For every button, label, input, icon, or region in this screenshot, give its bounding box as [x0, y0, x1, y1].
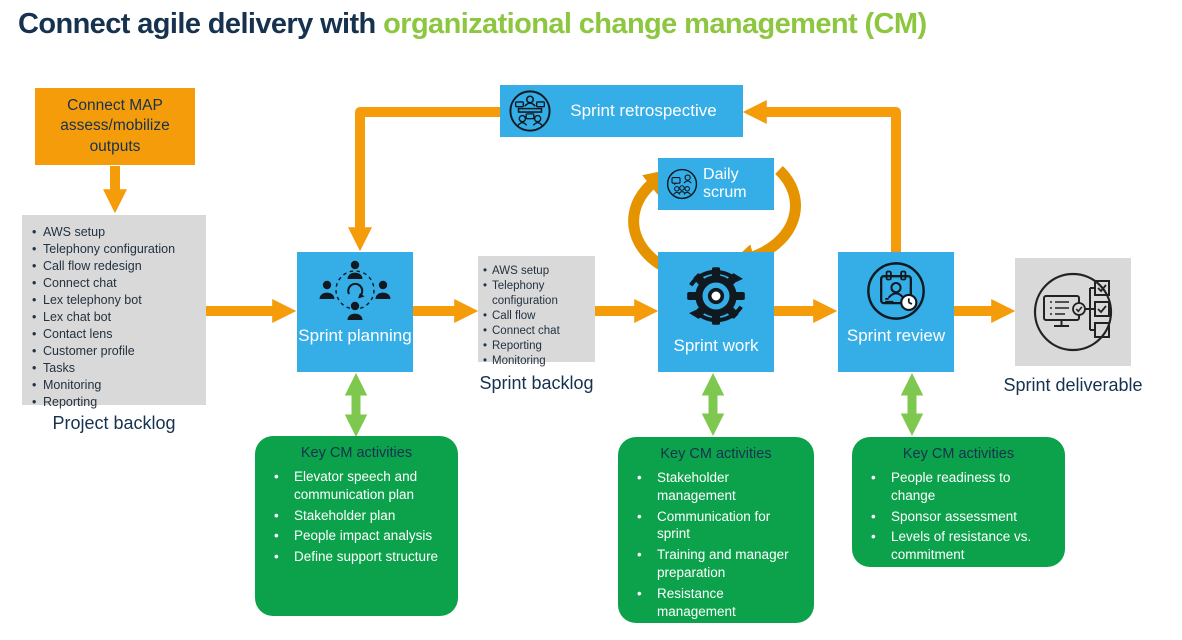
page-title: Connect agile delivery with organization…: [18, 6, 1178, 44]
sprint-backlog-item: AWS setup: [483, 264, 591, 279]
project-backlog-item: Call flow redesign: [30, 258, 200, 275]
cm-work-item: Resistance management: [630, 585, 802, 621]
standup-chat-icon: [666, 168, 698, 200]
map-outputs-label: Connect MAP assess/mobilize outputs: [60, 97, 170, 155]
project-backlog-item: AWS setup: [30, 224, 200, 241]
project-backlog-box: AWS setupTelephony configurationCall flo…: [22, 215, 206, 411]
cm-activities-work-box: Key CM activities Stakeholder management…: [618, 437, 814, 623]
sprint-work-label: Sprint work: [673, 336, 759, 355]
daily-scrum-box: Daily scrum: [658, 158, 774, 210]
sprint-backlog-item: Call flow: [483, 309, 591, 324]
map-outputs-box: Connect MAP assess/mobilize outputs: [35, 88, 195, 165]
sprint-review-label: Sprint review: [846, 326, 946, 345]
cm-review-item: Levels of resistance vs. commitment: [864, 528, 1053, 564]
project-backlog-item: Reporting: [30, 394, 200, 411]
cm-planning-item: Stakeholder plan: [267, 507, 446, 525]
project-backlog-item: Tasks: [30, 360, 200, 377]
project-backlog-caption: Project backlog: [52, 413, 176, 433]
page-title-green: organizational change management (CM): [383, 8, 927, 40]
project-backlog-item: Customer profile: [30, 343, 200, 360]
sprint-backlog-item: Telephony configuration: [483, 279, 591, 309]
project-backlog-item: Connect chat: [30, 275, 200, 292]
sprint-backlog-item: Monitoring: [483, 354, 591, 369]
monitor-checklist-icon: [1033, 272, 1113, 352]
daily-scrum-label: Daily scrum: [703, 166, 747, 201]
cm-work-title: Key CM activities: [660, 446, 772, 462]
sprint-planning-box: Sprint planning: [297, 252, 413, 372]
project-backlog-list: AWS setupTelephony configurationCall flo…: [30, 224, 200, 411]
sprint-deliverable-caption: Sprint deliverable: [1003, 375, 1143, 395]
cm-planning-title: Key CM activities: [300, 445, 413, 461]
sprint-planning-label: Sprint planning: [298, 326, 412, 345]
sprint-backlog-caption: Sprint backlog: [479, 373, 594, 393]
cm-review-title: Key CM activities: [902, 446, 1015, 462]
cm-review-list: People readiness to changeSponsor assess…: [864, 469, 1053, 564]
sprint-backlog-list: AWS setupTelephony configurationCall flo…: [483, 264, 591, 369]
cm-planning-item: People impact analysis: [267, 527, 446, 545]
cm-review-item: People readiness to change: [864, 469, 1053, 505]
cm-planning-item: Define support structure: [267, 548, 446, 566]
cm-planning-list: Elevator speech and communication planSt…: [267, 468, 446, 566]
cm-work-item: Training and manager preparation: [630, 546, 802, 582]
arc-dailyscrum-to-work: [729, 166, 801, 269]
sprint-backlog-box: AWS setupTelephony configurationCall flo…: [478, 256, 595, 369]
sprint-retrospective-label: Sprint retrospective: [570, 101, 717, 121]
sprint-review-box: Sprint review: [838, 252, 954, 372]
project-backlog-item: Monitoring: [30, 377, 200, 394]
team-circle-icon: [319, 260, 391, 320]
gear-cycle-icon: [687, 267, 745, 325]
cm-planning-item: Elevator speech and communication plan: [267, 468, 446, 504]
project-backlog-item: Telephony configuration: [30, 241, 200, 258]
cm-activities-planning-box: Key CM activities Elevator speech and co…: [255, 436, 458, 616]
cm-activities-review-box: Key CM activities People readiness to ch…: [852, 437, 1065, 567]
calendar-clock-icon: [867, 262, 925, 320]
cm-work-item: Stakeholder management: [630, 469, 802, 505]
cm-review-item: Sponsor assessment: [864, 508, 1053, 526]
sprint-work-box: Sprint work: [658, 252, 774, 372]
project-backlog-item: Lex telephony bot: [30, 292, 200, 309]
cm-work-item: Communication for sprint: [630, 508, 802, 544]
sprint-retrospective-box: Sprint retrospective: [500, 85, 743, 137]
sprint-backlog-item: Reporting: [483, 339, 591, 354]
meeting-table-icon: [509, 90, 551, 132]
project-backlog-item: Contact lens: [30, 326, 200, 343]
sprint-backlog-item: Connect chat: [483, 324, 591, 339]
project-backlog-item: Lex chat bot: [30, 309, 200, 326]
cm-work-list: Stakeholder managementCommunication for …: [630, 469, 802, 621]
sprint-deliverable-box: [1015, 258, 1131, 366]
page-title-dark: Connect agile delivery with: [18, 8, 384, 40]
arrow-review-to-retro: [742, 99, 901, 252]
arrow-retro-to-planning: [347, 107, 500, 252]
